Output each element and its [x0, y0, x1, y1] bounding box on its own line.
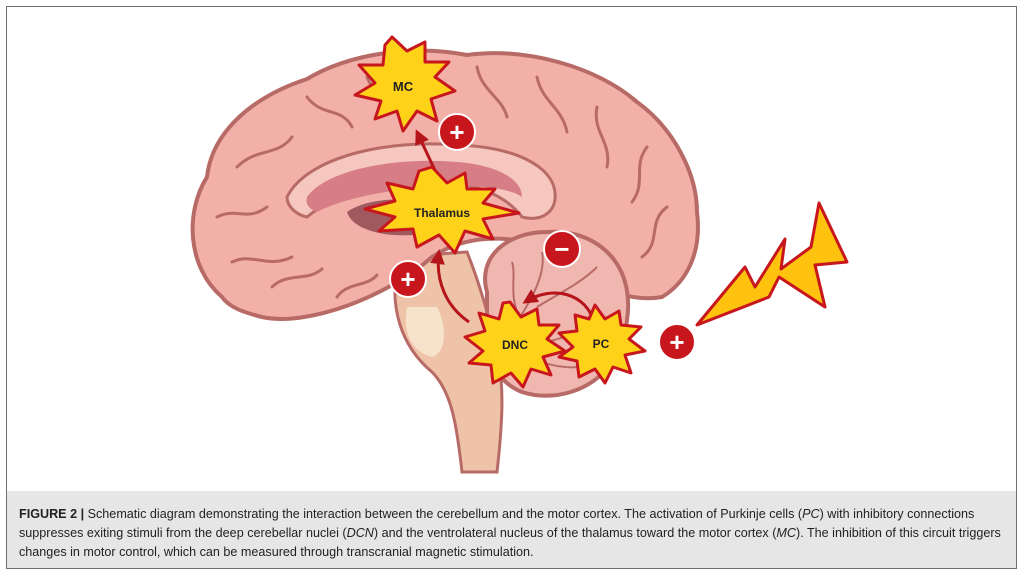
lightning-bolt-icon [697, 203, 847, 325]
svg-text:+: + [669, 327, 684, 357]
figure-frame: MC Thalamus DNC PC + + − [6, 6, 1017, 569]
thalamus-label: Thalamus [414, 206, 470, 220]
svg-text:+: + [400, 264, 415, 294]
mc-label: MC [393, 79, 414, 94]
minus-sign-cerebellum: − [544, 231, 580, 267]
pc-label: PC [593, 337, 610, 351]
caption-text-3: ) and the ventrolateral nucleus of the t… [374, 526, 777, 540]
caption-text-1: Schematic diagram demonstrating the inte… [84, 507, 802, 521]
caption-abbr-mc: MC [776, 526, 796, 540]
dnc-label: DNC [502, 338, 528, 352]
plus-sign-thalamus: + [390, 261, 426, 297]
brain-diagram: MC Thalamus DNC PC + + − [7, 7, 1018, 491]
plus-sign-tms: + [659, 324, 695, 360]
svg-text:+: + [449, 117, 464, 147]
caption-abbr-dcn: DCN [347, 526, 374, 540]
figure-caption: FIGURE 2 | Schematic diagram demonstrati… [7, 491, 1016, 568]
svg-text:−: − [554, 234, 569, 264]
figure-label: FIGURE 2 | [19, 507, 84, 521]
caption-abbr-pc: PC [802, 507, 820, 521]
plus-sign-mc: + [439, 114, 475, 150]
